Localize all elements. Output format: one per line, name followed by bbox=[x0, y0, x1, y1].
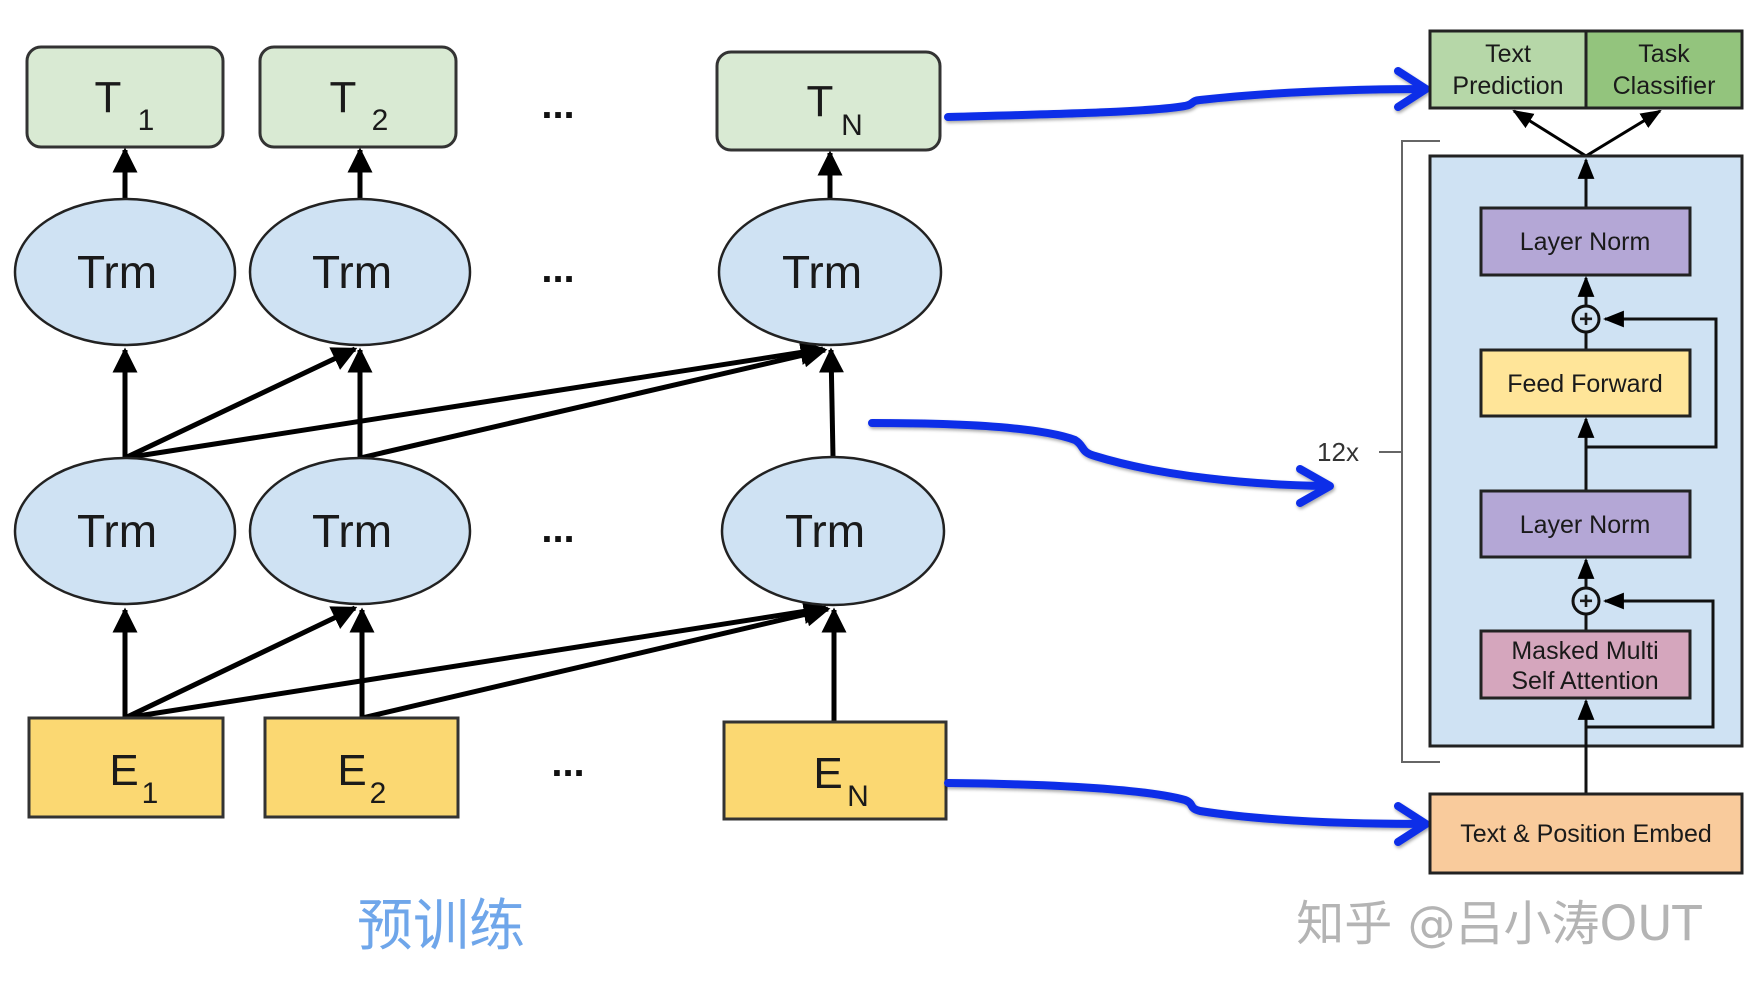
trm-node-l2-1: Trm bbox=[13, 197, 237, 347]
connector-embed-arrowhead bbox=[1394, 802, 1430, 846]
head-text-prediction-line-2: Prediction bbox=[1452, 72, 1563, 100]
arrow-e1-to-l1-n bbox=[124, 599, 829, 721]
embedding-n-base: E bbox=[813, 749, 842, 798]
trm-label: Trm bbox=[785, 505, 865, 557]
output-token-n-sub: N bbox=[841, 109, 863, 142]
transformer-layer-1: Trm Trm Trm bbox=[13, 455, 946, 607]
repeat-bracket bbox=[1379, 140, 1440, 763]
ellipsis-outputs: ... bbox=[541, 83, 574, 127]
head-arrows bbox=[1512, 109, 1662, 158]
trm-node-l1-1: Trm bbox=[13, 456, 237, 606]
embedding-1-sub: 1 bbox=[142, 777, 159, 810]
trm-node-l2-2: Trm bbox=[248, 197, 472, 347]
embedding-2-sub: 2 bbox=[370, 777, 387, 810]
attention-label-line-2: Self Attention bbox=[1511, 667, 1658, 695]
arrow-l1-1-to-l2-2 bbox=[123, 346, 358, 461]
layer-norm-bottom-label: Layer Norm bbox=[1520, 511, 1651, 539]
watermark: 知乎 @吕小涛OUT bbox=[1296, 896, 1702, 952]
trm-node-l1-n: Trm bbox=[720, 455, 946, 607]
block-internal-arrows bbox=[1577, 157, 1718, 794]
output-token-2: T 2 bbox=[258, 45, 458, 149]
text-position-embed: Text & Position Embed bbox=[1428, 792, 1744, 875]
head-task-classifier-line-2: Classifier bbox=[1613, 72, 1716, 100]
trm-label: Trm bbox=[312, 246, 392, 298]
arrow-l1-2-to-l2-n bbox=[359, 342, 828, 461]
connector-output-arrowhead bbox=[1394, 67, 1430, 111]
add-symbol: + bbox=[1579, 306, 1593, 333]
trm-node-l2-n: Trm bbox=[717, 197, 943, 347]
connector-arrows bbox=[868, 67, 1430, 846]
ellipsis-layer-1: ... bbox=[541, 507, 574, 551]
embedding-1: E 1 bbox=[27, 716, 225, 819]
output-token-1-base: T bbox=[95, 73, 122, 122]
output-token-n-base: T bbox=[807, 77, 834, 126]
feed-forward-label: Feed Forward bbox=[1507, 370, 1663, 398]
masked-self-attention: Masked Multi Self Attention bbox=[1479, 629, 1692, 700]
attention-label-line-1: Masked Multi bbox=[1511, 637, 1658, 665]
embedding-2: E 2 bbox=[263, 716, 460, 819]
residual-ff bbox=[1586, 310, 1718, 449]
layer-1-to-2-arrows bbox=[112, 340, 844, 461]
pretraining-caption: 预训练 bbox=[357, 894, 525, 959]
connector-output-to-heads bbox=[944, 85, 1429, 121]
embedding-2-base: E bbox=[337, 746, 366, 795]
trm-label: Trm bbox=[77, 505, 157, 557]
repeat-count-label: 12x bbox=[1317, 437, 1359, 467]
connector-trm-to-block bbox=[868, 419, 1332, 490]
ellipsis-embeddings: ... bbox=[551, 741, 584, 785]
trm-node-l1-2: Trm bbox=[248, 456, 472, 606]
embedding-n-sub: N bbox=[847, 780, 869, 813]
trm-label: Trm bbox=[77, 246, 157, 298]
arrow-to-text-prediction bbox=[1512, 109, 1587, 158]
add-node-bottom: + bbox=[1571, 586, 1601, 616]
output-arrows bbox=[112, 147, 843, 199]
residual-attn bbox=[1586, 592, 1715, 729]
head-text-prediction: Text Prediction bbox=[1428, 29, 1588, 110]
arrow-e1-to-l1-2 bbox=[123, 605, 358, 721]
output-token-1: T 1 bbox=[25, 45, 225, 149]
add-node-top: + bbox=[1571, 304, 1601, 334]
arrow-l1-1-to-l2-n bbox=[124, 340, 826, 461]
head-task-classifier-line-1: Task bbox=[1638, 40, 1690, 68]
trm-label: Trm bbox=[312, 505, 392, 557]
arrow-e2-to-l1-n bbox=[361, 601, 831, 721]
add-symbol: + bbox=[1579, 588, 1593, 615]
output-token-2-base: T bbox=[330, 73, 357, 122]
output-token-2-sub: 2 bbox=[372, 104, 389, 137]
transformer-layer-2: Trm Trm Trm bbox=[13, 197, 943, 347]
arrow-to-task-classifier bbox=[1585, 109, 1662, 158]
embed-to-layer-1-arrows bbox=[112, 599, 847, 722]
layer-norm-bottom: Layer Norm bbox=[1479, 489, 1692, 559]
feed-forward: Feed Forward bbox=[1479, 348, 1692, 418]
trm-label: Trm bbox=[782, 246, 862, 298]
arrow-l1-n-to-l2-n bbox=[818, 347, 844, 458]
text-position-embed-label: Text & Position Embed bbox=[1460, 820, 1712, 848]
layer-norm-top: Layer Norm bbox=[1479, 206, 1692, 277]
connector-trm-arrowhead bbox=[1296, 465, 1334, 507]
connector-embed-to-embed bbox=[944, 779, 1429, 828]
head-task-classifier: Task Classifier bbox=[1584, 29, 1744, 110]
ellipsis-layer-2: ... bbox=[541, 247, 574, 291]
embedding-1-base: E bbox=[109, 746, 138, 795]
head-text-prediction-line-1: Text bbox=[1485, 40, 1531, 68]
output-token-n: T N bbox=[715, 50, 942, 152]
output-token-1-sub: 1 bbox=[138, 104, 155, 137]
layer-norm-top-label: Layer Norm bbox=[1520, 228, 1651, 256]
embedding-n: E N bbox=[722, 720, 948, 821]
